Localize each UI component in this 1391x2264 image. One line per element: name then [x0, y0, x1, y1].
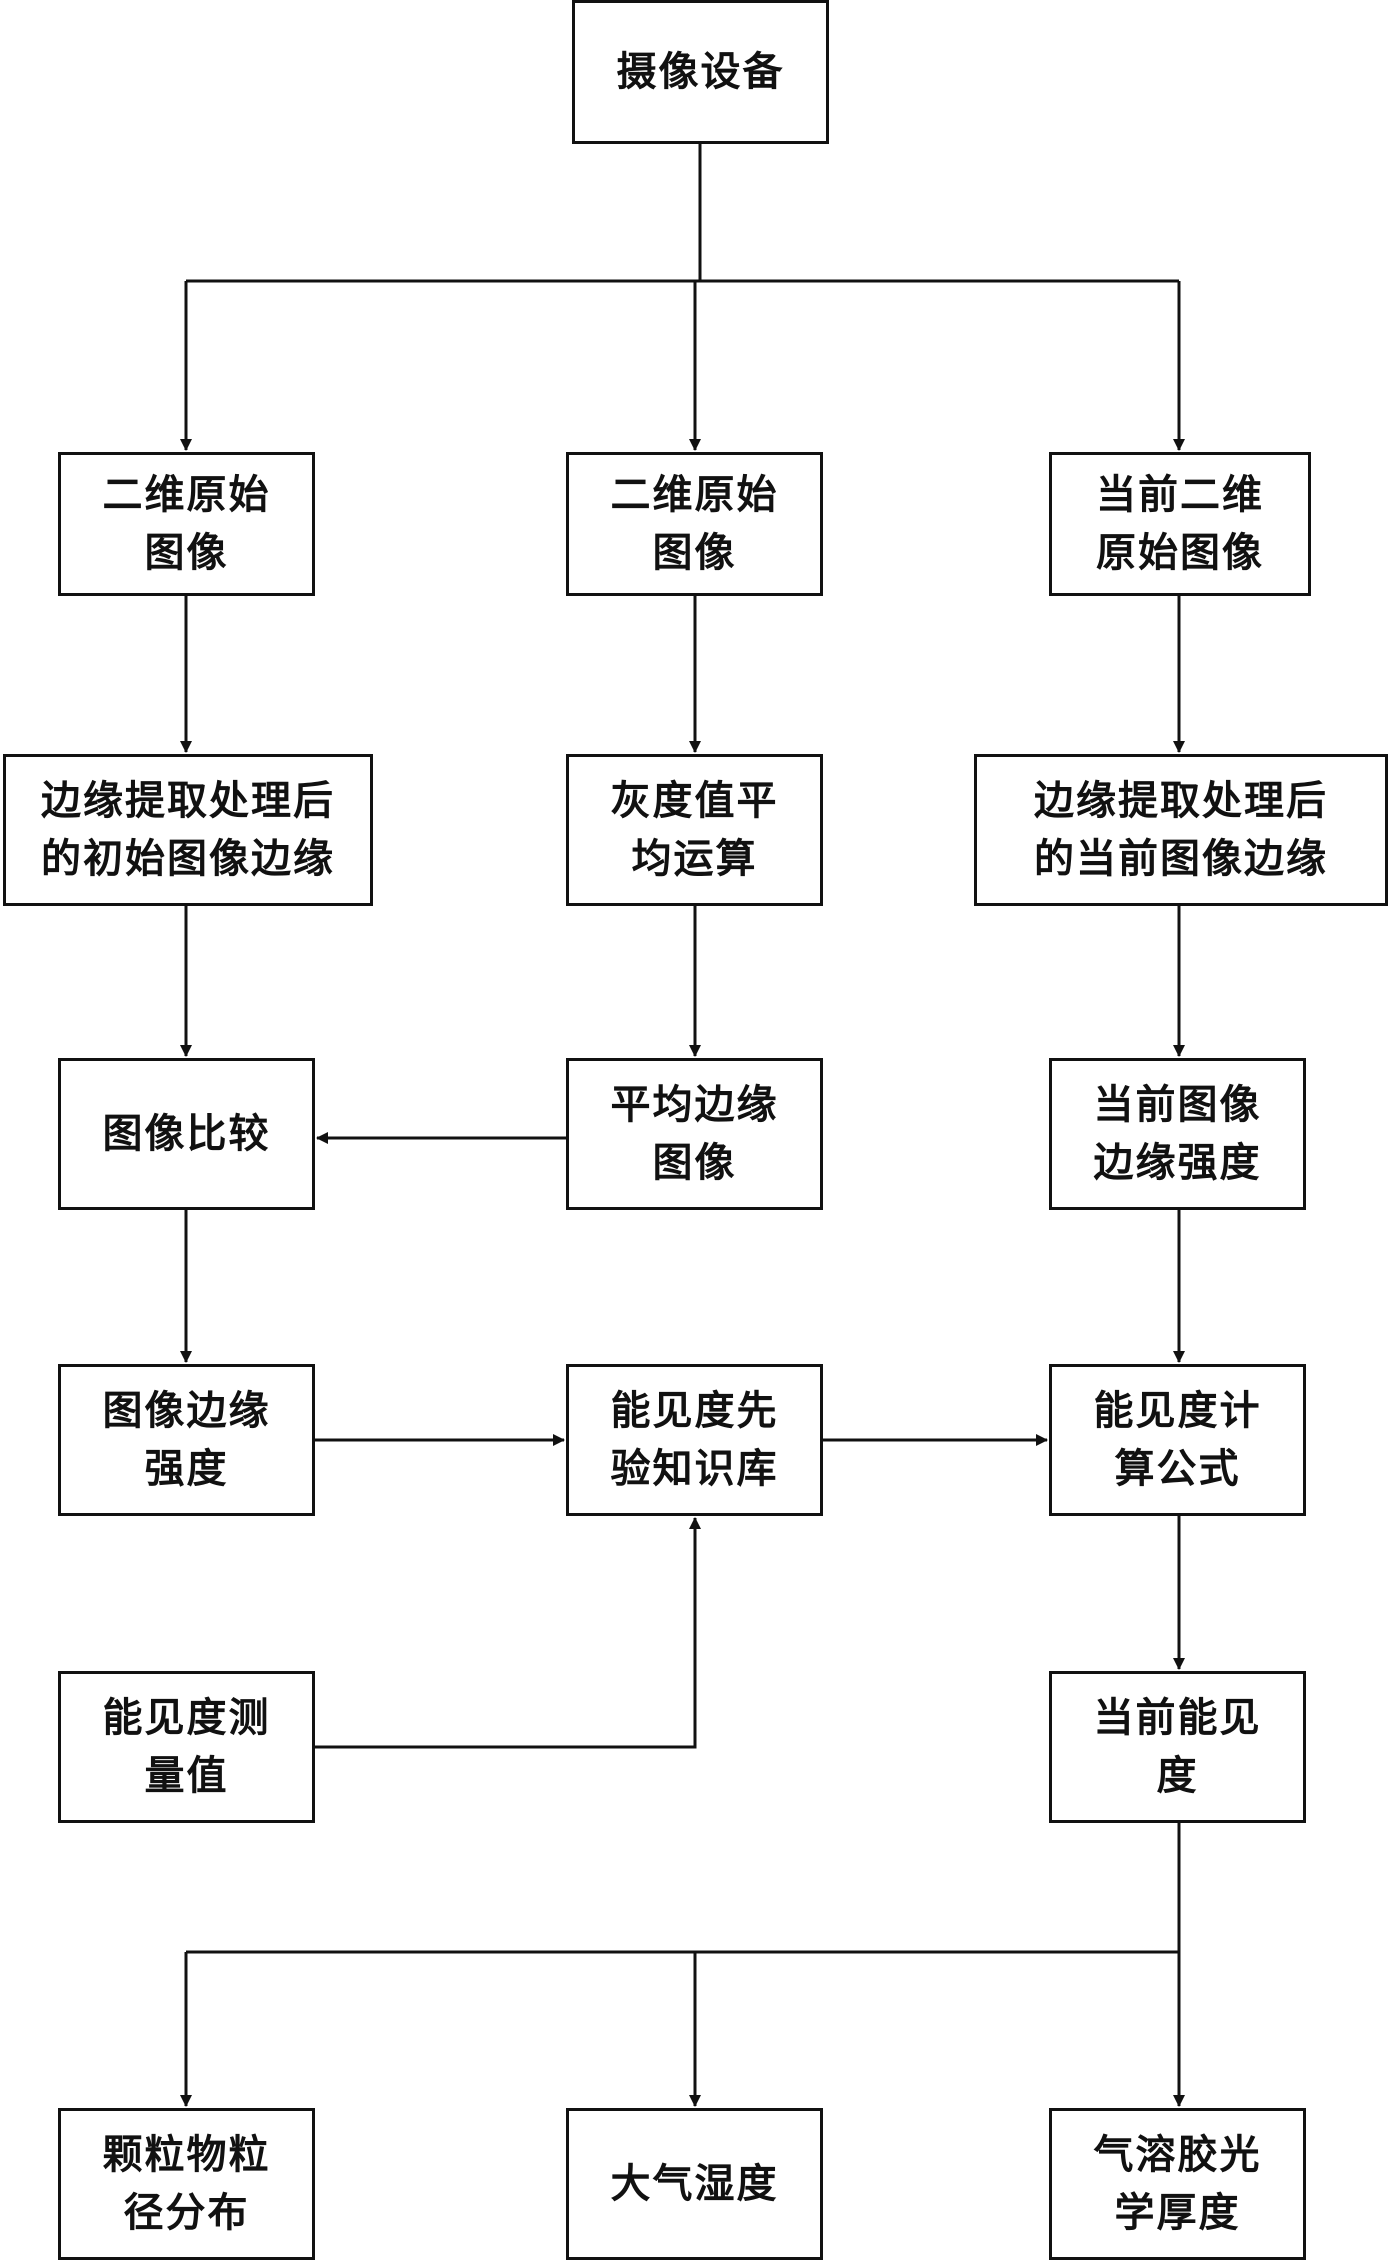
box-edge-strength: 图像边缘 强度: [58, 1364, 315, 1516]
box-label-line: 原始图像: [1096, 529, 1264, 576]
box-gray-average: 灰度值平 均运算: [566, 754, 823, 906]
box-label-line: 颗粒物粒: [102, 2131, 271, 2178]
box-initial-edge: 边缘提取处理后 的初始图像边缘: [3, 754, 373, 906]
box-label-line: 摄像设备: [616, 48, 785, 95]
arrow-measured-to-knowledge: [315, 1517, 701, 1749]
box-label-line: 边缘提取处理后: [41, 777, 335, 824]
box-label-line: 的初始图像边缘: [41, 835, 335, 882]
box-label-line: 图像: [144, 529, 229, 576]
box-label-line: 强度: [144, 1445, 229, 1492]
box-particle-distribution: 颗粒物粒 径分布: [58, 2108, 315, 2260]
box-label-line: 图像: [652, 529, 737, 576]
box-label-line: 当前图像: [1093, 1081, 1262, 1128]
box-label-line: 图像边缘: [102, 1387, 271, 1434]
box-raw-image-mid: 二维原始 图像: [566, 452, 823, 596]
box-label-line: 二维原始: [102, 471, 271, 518]
box-label-line: 能见度计: [1093, 1387, 1262, 1434]
box-label-line: 能见度测: [102, 1694, 271, 1741]
box-label-line: 边缘提取处理后: [1034, 777, 1328, 824]
box-current-raw-image: 当前二维 原始图像: [1049, 452, 1311, 596]
box-label-line: 算公式: [1114, 1445, 1241, 1492]
box-camera-device: 摄像设备: [572, 0, 829, 144]
box-current-edge-strength: 当前图像 边缘强度: [1049, 1058, 1306, 1210]
box-current-edge: 边缘提取处理后 的当前图像边缘: [974, 754, 1388, 906]
box-aerosol-depth: 气溶胶光 学厚度: [1049, 2108, 1306, 2260]
box-label-line: 气溶胶光: [1093, 2131, 1262, 2178]
box-raw-image-left: 二维原始 图像: [58, 452, 315, 596]
box-label-line: 度: [1156, 1752, 1199, 1799]
box-label-line: 图像比较: [102, 1110, 271, 1157]
box-average-edge-image: 平均边缘 图像: [566, 1058, 823, 1210]
box-label-line: 验知识库: [610, 1445, 779, 1492]
box-current-visibility: 当前能见 度: [1049, 1671, 1306, 1823]
box-label-line: 边缘强度: [1093, 1139, 1262, 1186]
box-label-line: 平均边缘: [610, 1081, 779, 1128]
box-label-line: 当前二维: [1096, 471, 1264, 518]
box-image-compare: 图像比较: [58, 1058, 315, 1210]
box-label-line: 的当前图像边缘: [1034, 835, 1328, 882]
box-visibility-measured: 能见度测 量值: [58, 1671, 315, 1823]
box-knowledge-base: 能见度先 验知识库: [566, 1364, 823, 1516]
box-visibility-formula: 能见度计 算公式: [1049, 1364, 1306, 1516]
box-label-line: 径分布: [123, 2189, 250, 2236]
box-label-line: 图像: [652, 1139, 737, 1186]
box-label-line: 大气湿度: [610, 2160, 779, 2207]
box-label-line: 均运算: [631, 835, 758, 882]
box-label-line: 量值: [144, 1752, 229, 1799]
box-label-line: 二维原始: [610, 471, 779, 518]
box-label-line: 灰度值平: [610, 777, 779, 824]
box-humidity: 大气湿度: [566, 2108, 823, 2260]
box-label-line: 当前能见: [1093, 1694, 1262, 1741]
box-label-line: 学厚度: [1114, 2189, 1241, 2236]
box-label-line: 能见度先: [610, 1387, 779, 1434]
